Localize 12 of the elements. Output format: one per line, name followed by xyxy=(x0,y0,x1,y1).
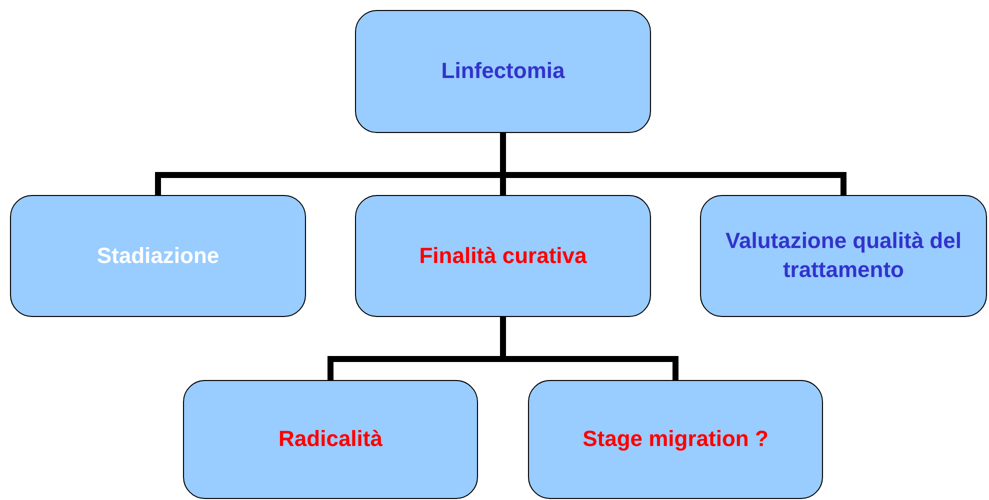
process-box xyxy=(355,10,651,133)
node-label: Stadiazione xyxy=(96,242,220,270)
process-box xyxy=(355,195,651,317)
process-box xyxy=(183,380,478,499)
node-label: Valutazione qualità del trattamento xyxy=(724,227,962,284)
process-box xyxy=(700,195,987,317)
node-label: Stage migration ? xyxy=(582,425,768,454)
process-box xyxy=(528,380,823,499)
node-label: Linfectomia xyxy=(441,57,565,86)
node-label: Finalità curativa xyxy=(419,242,587,270)
node-label: Radicalità xyxy=(278,425,382,454)
process-box xyxy=(10,195,306,317)
